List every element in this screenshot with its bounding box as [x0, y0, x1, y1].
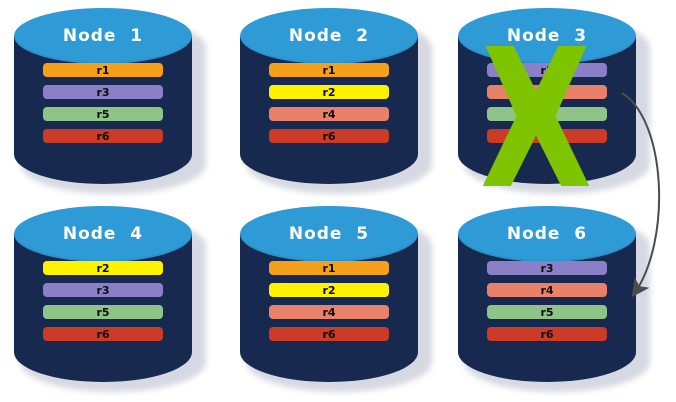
record-bar-r4[interactable]: r4 — [269, 305, 389, 319]
record-bar-r2[interactable]: r2 — [269, 85, 389, 99]
node-title: Node 4 — [62, 224, 144, 244]
record-bar-r1[interactable]: r1 — [43, 63, 163, 77]
node-title: Node 5 — [288, 224, 370, 244]
node-title: Node 2 — [288, 26, 370, 46]
record-bar-r3[interactable]: r3 — [43, 85, 163, 99]
record-bar-r5[interactable]: r5 — [43, 305, 163, 319]
cylinder-top-cap — [240, 8, 418, 64]
node-2[interactable]: Node 2 r1 r2 r4 r6 — [240, 8, 432, 194]
record-bar-r2[interactable]: r2 — [269, 283, 389, 297]
record-bar-r4[interactable]: r4 — [487, 85, 607, 99]
record-bar-r5[interactable]: r5 — [43, 107, 163, 121]
record-list: r3 r4 r5 r6 — [487, 261, 607, 341]
record-bar-r1[interactable]: r1 — [269, 261, 389, 275]
record-list: r1 r3 r5 r6 — [43, 63, 163, 143]
cylinder-top-cap — [14, 206, 192, 262]
node-6[interactable]: Node 6 r3 r4 r5 r6 — [458, 206, 650, 392]
node-3[interactable]: Node 3 r3 r4 r5 r6 — [458, 8, 650, 194]
record-bar-r4[interactable]: r4 — [269, 107, 389, 121]
record-bar-r5[interactable]: r5 — [487, 107, 607, 121]
record-list: r1 r2 r4 r6 — [269, 261, 389, 341]
cylinder-top-cap — [14, 8, 192, 64]
record-bar-r1[interactable]: r1 — [269, 63, 389, 77]
record-bar-r6[interactable]: r6 — [487, 327, 607, 341]
node-1[interactable]: Node 1 r1 r3 r5 r6 — [14, 8, 206, 194]
node-title: Node 6 — [506, 224, 588, 244]
node-title: Node 1 — [62, 26, 144, 46]
record-bar-r2[interactable]: r2 — [43, 261, 163, 275]
record-bar-r5[interactable]: r5 — [487, 305, 607, 319]
node-title: Node 3 — [506, 26, 588, 46]
record-bar-r4[interactable]: r4 — [487, 283, 607, 297]
cylinder-top-cap — [240, 206, 418, 262]
node-5[interactable]: Node 5 r1 r2 r4 r6 — [240, 206, 432, 392]
record-list: r2 r3 r5 r6 — [43, 261, 163, 341]
record-bar-r6[interactable]: r6 — [487, 129, 607, 143]
record-bar-r3[interactable]: r3 — [487, 63, 607, 77]
record-bar-r6[interactable]: r6 — [43, 129, 163, 143]
record-bar-r3[interactable]: r3 — [43, 283, 163, 297]
record-bar-r6[interactable]: r6 — [269, 129, 389, 143]
record-list: r3 r4 r5 r6 — [487, 63, 607, 143]
node-4[interactable]: Node 4 r2 r3 r5 r6 — [14, 206, 206, 392]
record-bar-r3[interactable]: r3 — [487, 261, 607, 275]
record-bar-r6[interactable]: r6 — [269, 327, 389, 341]
record-bar-r6[interactable]: r6 — [43, 327, 163, 341]
record-list: r1 r2 r4 r6 — [269, 63, 389, 143]
cylinder-top-cap — [458, 206, 636, 262]
